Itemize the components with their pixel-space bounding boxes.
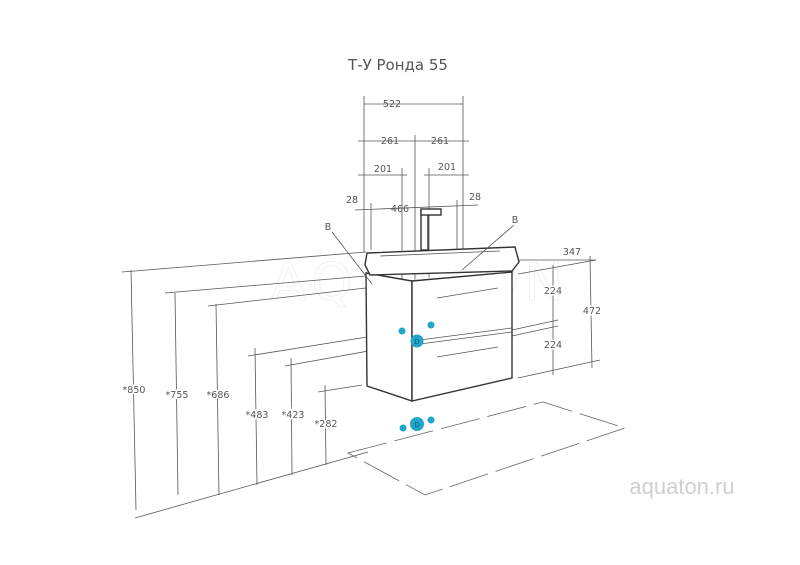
marker-c xyxy=(398,327,406,335)
dim-201-left: 201 xyxy=(374,164,392,175)
dim-28-left: 28 xyxy=(346,195,358,206)
svg-text:D: D xyxy=(414,421,419,429)
svg-text:D: D xyxy=(414,338,419,346)
floor-plane xyxy=(346,401,627,496)
dim-201-right: 201 xyxy=(438,162,456,173)
dim-28-right: 28 xyxy=(469,192,481,203)
dim-686: *686 xyxy=(207,390,230,401)
marker-c xyxy=(427,321,435,329)
connection-markers: D D xyxy=(398,321,435,432)
marker-d xyxy=(410,334,424,348)
dim-472: 472 xyxy=(583,306,601,317)
dim-224-top: 224 xyxy=(544,286,562,297)
vanity-cabinet xyxy=(364,246,520,402)
dim-224-bottom: 224 xyxy=(544,340,562,351)
marker-d xyxy=(410,417,424,431)
dim-261-right: 261 xyxy=(431,136,449,147)
marker-c xyxy=(399,424,407,432)
dim-522: 522 xyxy=(383,99,401,110)
marker-c xyxy=(427,416,435,424)
dim-850: *850 xyxy=(123,385,146,396)
drawer-handle-top xyxy=(436,287,499,299)
dim-347: 347 xyxy=(563,247,581,258)
dim-755: *755 xyxy=(166,390,189,401)
height-guides xyxy=(121,251,601,519)
dim-466: 466 xyxy=(391,204,409,215)
dim-261-left: 261 xyxy=(381,136,399,147)
top-extension-lines xyxy=(354,96,479,290)
dim-282: *282 xyxy=(315,419,338,430)
website-link[interactable]: aquaton.ru xyxy=(629,474,734,499)
drawer-handle-bottom xyxy=(436,346,499,358)
faucet xyxy=(420,208,442,251)
drawing-title: Т-У Ронда 55 xyxy=(347,56,448,74)
label-b-right: B xyxy=(512,215,519,226)
label-b-left: B xyxy=(325,222,332,233)
dim-423: *423 xyxy=(282,410,305,421)
dim-483: *483 xyxy=(246,410,269,421)
